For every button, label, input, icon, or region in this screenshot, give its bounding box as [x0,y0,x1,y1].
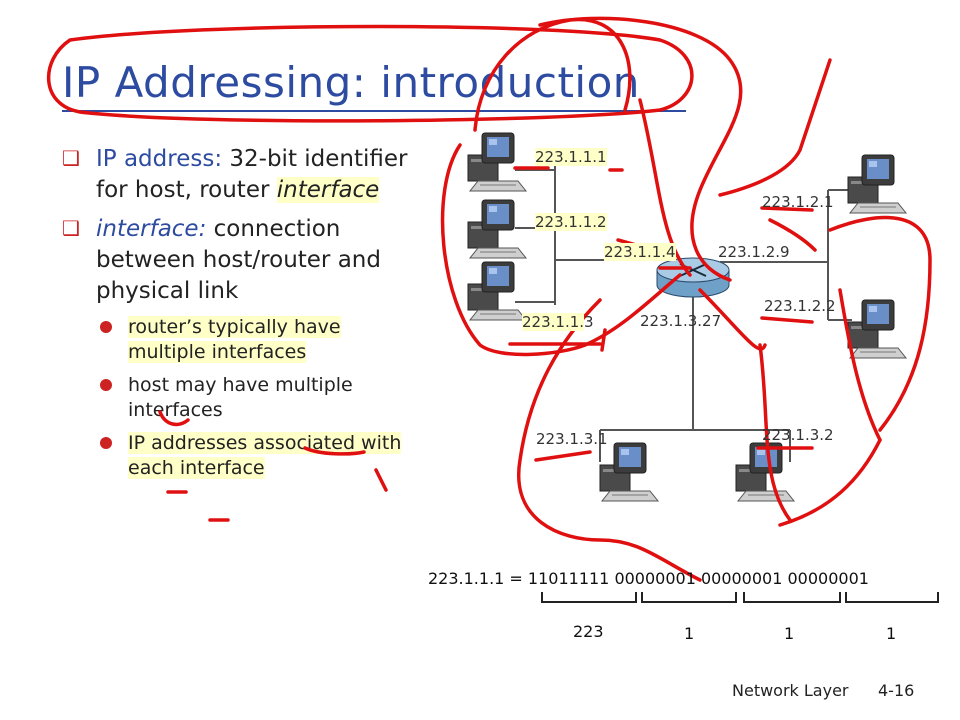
bullet-text: connection between host/router and physi… [96,216,381,304]
subbullet-marker-icon [100,321,112,333]
octet-value-1: 223 [573,622,604,641]
bullet-emph: interface [276,177,380,203]
host-computer-icon [467,261,527,321]
host-computer-icon [599,442,659,502]
footer-section: Network Layer [732,681,849,700]
octet-value-4: 1 [886,624,897,643]
binary-expression: 223.1.1.1 = 11011111 00000001 00000001 0… [428,569,869,588]
title-underline [62,110,686,112]
bullet-list: ❑ IP address: 32-bit identifier for host… [62,144,422,489]
subbullet-text: host may have multiple interfaces [128,374,353,421]
bullet-ip-address: ❑ IP address: 32-bit identifier for host… [62,144,422,206]
router-icon [656,257,730,298]
ip-label-prefix: 223.1.1. [522,313,585,331]
bullet-lead: interface: [96,216,207,242]
ip-label-223-1-1-4: 223.1.1.4 [604,243,676,261]
bullet-lead: IP address: [96,146,223,172]
subbullet-routers: router’s typically have multiple interfa… [62,315,422,365]
binary-brackets [541,592,939,603]
host-computer-icon [847,299,907,359]
subbullet-marker-icon [100,379,112,391]
subbullet-marker-icon [100,437,112,449]
ink-annotations [47,16,932,582]
subbullet-ip-assoc: IP addresses associated with each interf… [62,431,422,481]
ip-label-223-1-1-2: 223.1.1.2 [535,213,607,231]
ip-label-223-1-2-9: 223.1.2.9 [718,243,790,261]
ip-label-223-1-2-1: 223.1.2.1 [762,193,834,211]
bullet-marker-icon: ❑ [62,146,80,170]
ip-label-223-1-1-3: 223.1.1.3 [522,313,594,331]
ip-label-223-1-3-2: 223.1.3.2 [762,426,834,444]
host-computer-icon [467,132,527,192]
host-computer-icon [735,442,795,502]
ip-label-223-1-2-2: 223.1.2.2 [764,297,836,315]
host-computer-icon [847,154,907,214]
bullet-interface: ❑ interface: connection between host/rou… [62,214,422,307]
bullet-marker-icon: ❑ [62,216,80,240]
ip-label-223-1-3-27: 223.1.3.27 [640,312,722,330]
footer-page-number: 4-16 [878,681,915,700]
slide-title: IP Addressing: introduction [62,58,640,107]
ip-label-223-1-1-1: 223.1.1.1 [535,148,607,166]
octet-value-2: 1 [684,624,695,643]
subbullet-hosts: host may have multiple interfaces [62,373,422,423]
octet-value-3: 1 [784,624,795,643]
bullet-text: 32-bit identifier for host, router [96,146,408,203]
ip-label-suffix: 3 [584,313,594,331]
ip-label-223-1-3-1: 223.1.3.1 [536,430,608,448]
